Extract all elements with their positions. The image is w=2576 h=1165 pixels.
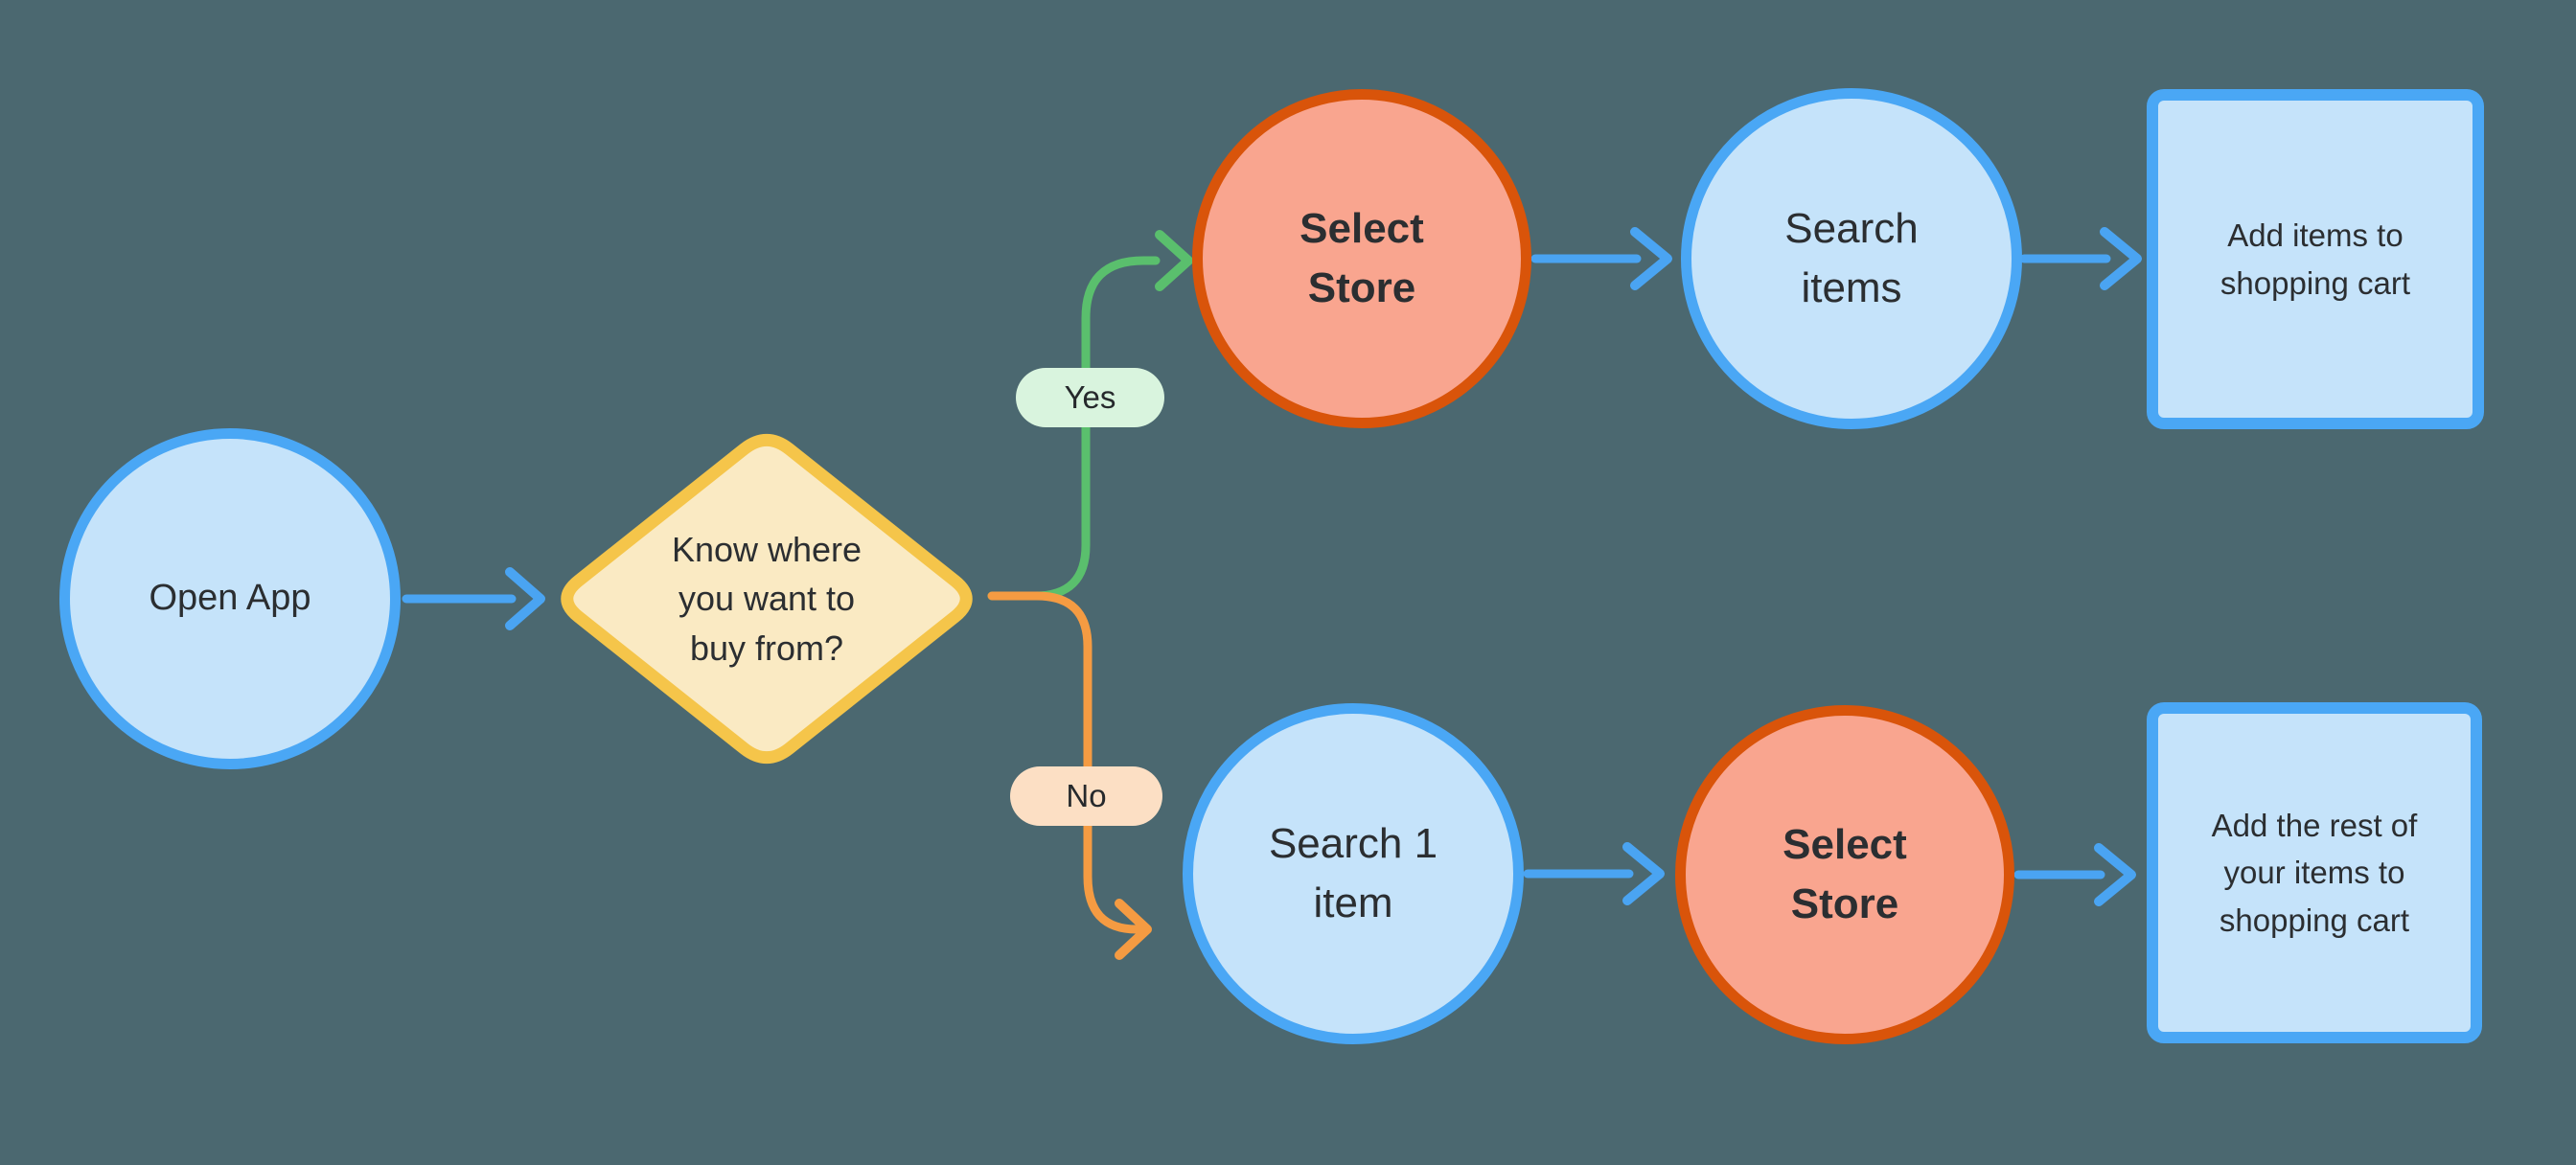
arrowhead-search-items-to-add-items [2100, 227, 2142, 290]
node-add-rest-to-cart-label: Add the rest of your items to shopping c… [2211, 807, 2418, 938]
edge-no [987, 591, 1141, 934]
node-open-app[interactable]: Open App [59, 428, 401, 769]
node-search-one-item[interactable]: Search 1 item [1183, 703, 1524, 1044]
arrowhead-open-app-to-decision [505, 567, 545, 630]
node-select-store-top[interactable]: Select Store [1192, 89, 1531, 428]
arrowhead-search-one-to-select-store [1622, 842, 1665, 905]
node-decision-label: Know where you want to buy from? [671, 530, 862, 668]
node-search-one-item-label: Search 1 item [1268, 820, 1438, 926]
arrowhead-select-store-to-add-rest [2094, 843, 2136, 906]
arrowhead-no [1115, 899, 1152, 960]
node-open-app-label: Open App [149, 578, 311, 619]
diamond-shape [561, 433, 973, 765]
node-select-store-bottom-label: Select Store [1782, 821, 1907, 927]
node-select-store-top-label: Select Store [1300, 205, 1424, 311]
edge-label-yes[interactable]: Yes [1016, 368, 1164, 427]
node-search-items-label: Search items [1784, 205, 1919, 311]
node-select-store-bottom[interactable]: Select Store [1675, 705, 2014, 1044]
edge-label-yes-text: Yes [1064, 379, 1116, 415]
node-decision-diamond[interactable]: Know where you want to buy from? [546, 422, 987, 776]
edge-label-no[interactable]: No [1010, 766, 1162, 826]
node-add-items-to-cart-label: Add items to shopping cart [2220, 217, 2411, 301]
edge-yes [987, 256, 1161, 601]
node-search-items[interactable]: Search items [1681, 88, 2022, 429]
node-add-items-to-cart[interactable]: Add items to shopping cart [2147, 89, 2484, 429]
node-add-rest-to-cart[interactable]: Add the rest of your items to shopping c… [2147, 702, 2482, 1043]
edge-label-no-text: No [1066, 778, 1107, 813]
arrowhead-select-store-to-search-items [1630, 227, 1672, 290]
arrowhead-yes [1155, 230, 1193, 291]
diamond-path [561, 433, 973, 765]
